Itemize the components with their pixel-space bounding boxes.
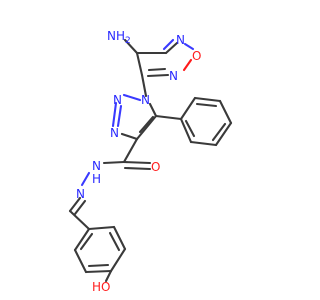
hydrazide-nitrogen-label: N [92, 159, 101, 173]
bond [193, 96, 222, 103]
bond [102, 160, 126, 165]
bond [73, 199, 87, 216]
bond [122, 137, 139, 164]
bond [116, 104, 123, 128]
bond [109, 247, 127, 273]
furazan-nitrogen-label: N [169, 69, 178, 83]
bond [164, 41, 179, 55]
bond [120, 132, 139, 141]
bond [73, 248, 88, 274]
phenyl-ring [154, 96, 233, 147]
hydrazone-nitrogen-label: N [76, 187, 85, 201]
furazan-nitrogen-label: N [176, 33, 185, 47]
bond [80, 171, 91, 187]
bond [108, 231, 121, 252]
hydroxyl-label: HO [92, 280, 110, 294]
bond [184, 119, 196, 138]
bond [162, 38, 175, 51]
bond [179, 117, 193, 144]
bond [122, 160, 152, 165]
furazan-oxygen-label: O [192, 49, 201, 63]
bond [84, 269, 113, 274]
furazan-ring [135, 38, 195, 78]
bond [154, 114, 183, 121]
bond [135, 114, 158, 141]
amino-label: NH2 [107, 29, 131, 46]
bond [147, 67, 167, 72]
bond [68, 209, 91, 231]
bond [68, 196, 82, 213]
bond [87, 225, 116, 231]
bond [214, 121, 233, 147]
bond [211, 122, 227, 142]
hydrazide-hydrogen-label: H [92, 172, 101, 186]
triazole-n1-label: N [141, 93, 150, 107]
bond [79, 232, 94, 251]
hydroxyphenyl-ring [73, 225, 127, 274]
bond [218, 99, 233, 125]
bond [73, 227, 91, 252]
bond [87, 263, 110, 268]
bond [123, 38, 139, 55]
bond [183, 42, 195, 51]
triazole-n2-label: N [113, 93, 122, 107]
triazole-ring [111, 93, 158, 141]
triazole-n3-label: N [110, 126, 119, 140]
bond [179, 96, 197, 121]
bond [138, 115, 155, 134]
bond [112, 225, 127, 251]
bond [122, 93, 142, 102]
bond [148, 102, 158, 118]
bond [182, 58, 193, 72]
bond [189, 140, 218, 147]
carbonyl-oxygen-label: O [151, 160, 160, 174]
bond [146, 73, 170, 78]
bond [111, 101, 118, 128]
molecule-diagram: NH2 N O N N N N O N H N HO [68, 29, 233, 294]
bond [135, 51, 144, 77]
bond [104, 269, 113, 283]
bond [140, 73, 148, 98]
bond [123, 166, 152, 171]
bond [195, 102, 218, 108]
